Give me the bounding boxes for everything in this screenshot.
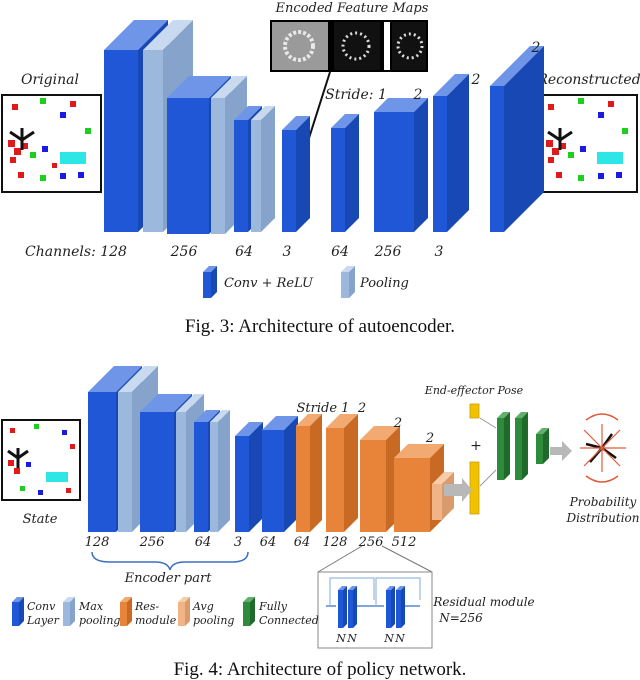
res-conv-4 [396,586,405,628]
fig4-ch-64b: 64 [260,535,277,550]
fig3-deconv-3 [433,74,469,232]
fig3-deconv-1 [331,114,359,232]
plus-sign: + [470,438,482,454]
pose-connector [479,417,497,429]
res-n-2: N [346,632,357,645]
arrow-to-prob [550,441,572,461]
stride-2-label-a: 2 [413,87,423,103]
legend-conv-layer-swatch [12,597,24,626]
legend-fc-1: Fully [258,600,288,613]
fig4-conv-5 [262,416,298,532]
res-conv-3 [386,586,395,628]
feature-maps-title: Encoded Feature Maps [275,1,429,16]
legend-pooling: Pooling [359,276,409,291]
fig4-res-1 [296,414,322,532]
fig4-layers [88,366,454,532]
probability-distribution-icon [580,413,626,483]
legend-conv-relu-swatch [203,266,217,298]
fig4-caption: Fig. 4: Architecture of policy network. [174,659,467,680]
fig4-ch-128: 128 [85,535,110,550]
legend-conv-2: Layer [26,614,60,627]
fig3-legend: Conv + ReLU Pooling [203,266,409,298]
legend-max-1: Max [78,600,104,613]
ee-pose-block [469,403,480,419]
stride1-label-fig4: Stride 1 [297,401,350,416]
res-conv-1 [338,586,347,628]
legend-res-1: Res- [134,600,159,613]
stride-2-label-b: 2 [471,72,481,88]
channel-3b: 3 [435,244,444,260]
reconstructed-label: Reconstructed [536,72,640,88]
fig3-caption: Fig. 3: Architecture of autoencoder. [185,316,455,337]
reconstructed-image [539,94,638,193]
res-n-1: N [335,632,346,645]
original-image [1,94,102,193]
prob-label-line1: Probability [569,495,637,509]
fig4-ch-64c: 64 [294,535,311,550]
original-label: Original [21,72,79,88]
stride-2-label-c: 2 [531,40,541,56]
fig4-stride-2-b: 2 [393,416,402,431]
fig4-ch-64: 64 [195,535,212,550]
encoder-brace [91,551,249,571]
original-scene-objects [8,98,91,181]
ee-pose-label: End-effector Pose [424,384,524,397]
fig4-policy-network: State Stride 1 2 2 2 End-effector Pose + [1,366,640,680]
res-n-4: N [394,632,405,645]
encoded-feature-maps [270,20,428,72]
fig4-ch-256: 256 [139,535,165,550]
legend-avg-1: Avg [192,600,214,613]
legend-pooling-swatch [341,266,355,298]
state-label: State [23,512,58,527]
channels-label: Channels: 128 [25,244,127,260]
fig3-pool-3 [251,106,275,232]
residual-n-label: N=256 [438,611,483,625]
legend-conv-relu: Conv + ReLU [224,276,314,291]
reconstructed-scene-objects [546,98,628,181]
residual-module-label: Residual module [432,595,534,609]
fig3-layers [104,20,544,234]
fig4-stride-2-a: 2 [357,401,366,416]
res-conv-2 [348,586,357,628]
fig3-deconv-4 [490,46,544,232]
legend-fc-swatch [243,597,255,626]
channel-64: 64 [235,244,253,260]
fig4-conv-4 [235,422,263,532]
legend-conv-1: Conv [27,600,56,613]
fig3-autoencoder: Original [1,1,640,337]
fig4-pool-3 [210,410,230,532]
channel-256b: 256 [374,244,402,260]
fig3-conv-4 [282,116,310,232]
state-image [1,419,81,501]
fig4-legend: Conv Layer Max pooling Res- module Avg [12,597,319,627]
legend-res-2: module [135,614,177,627]
residual-module-detail: N N N N [317,545,433,649]
fig4-ch-512: 512 [392,535,417,550]
legend-res-swatch [120,597,132,626]
channel-64b: 64 [331,244,349,260]
legend-fc-2: Connected [259,614,319,627]
concat-block [469,461,480,515]
fig4-ch-3: 3 [234,535,242,550]
legend-avg-2: pooling [193,614,234,627]
concat-connector [479,469,497,487]
fig3-deconv-2 [374,98,428,232]
res-n-3: N [383,632,394,645]
legend-avg-pool-swatch [178,597,190,626]
encoder-part-label: Encoder part [124,571,213,586]
channel-3: 3 [283,244,292,260]
fig4-ch-256b: 256 [358,535,384,550]
fig4-ch-128b: 128 [323,535,348,550]
stride1-label: Stride: 1 [325,87,387,103]
prob-label-line2: Distribution [565,511,639,525]
fig4-res-2 [326,414,358,532]
channel-256: 256 [170,244,198,260]
arrow-to-fc [444,478,472,502]
legend-max-pool-swatch [63,597,75,626]
fc-layers [497,412,549,480]
fig4-stride-2-c: 2 [425,431,434,446]
legend-max-2: pooling [79,614,120,627]
